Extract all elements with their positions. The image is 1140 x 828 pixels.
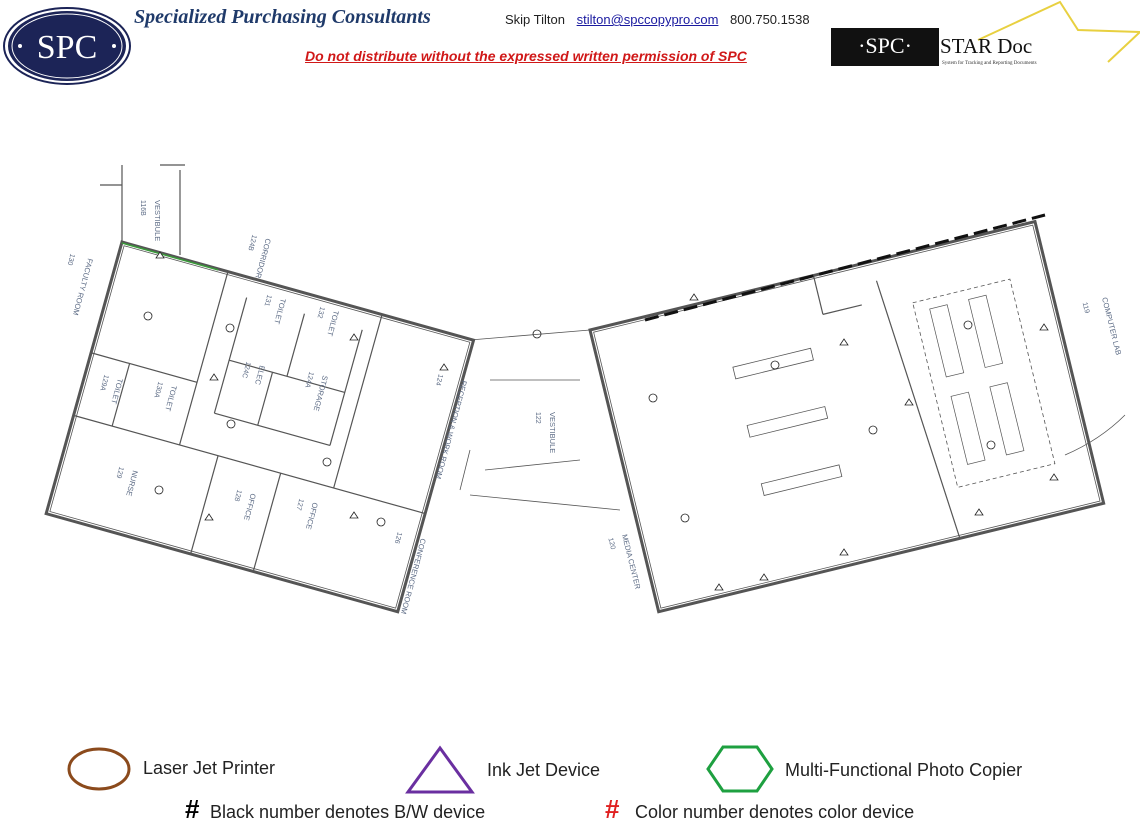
room-number: 129A (98, 374, 109, 392)
bw-hash-symbol: # (185, 794, 200, 824)
laser-printer-icon (67, 747, 131, 791)
room-number: 128 (232, 489, 242, 502)
room-name: OFFICE (242, 492, 258, 521)
room-number: 122 (534, 412, 541, 424)
legend-laser: Laser Jet Printer (143, 758, 276, 778)
room-name: NURSE (124, 469, 139, 497)
contact-name: Skip Tilton (505, 12, 565, 27)
company-name: Specialized Purchasing Consultants (134, 6, 431, 28)
room-name: CONFERENCE ROOM (399, 537, 428, 615)
svg-text:·SPC·: ·SPC· (858, 33, 912, 58)
room-number: 127 (294, 498, 304, 511)
room-number: 124B (246, 234, 257, 252)
room-number: 119 (1081, 302, 1091, 315)
color-hash-symbol: # (605, 794, 620, 824)
device-markers (143, 251, 1059, 591)
room-name: TOILET (163, 384, 179, 412)
contact-phone: 800.750.1538 (730, 12, 810, 27)
room-name: STORAGE (312, 374, 330, 412)
star-doc-tagline: System for Tracking and Reporting Docume… (942, 61, 1037, 66)
room-name: VESTIBULE (153, 200, 162, 241)
star-doc-logo: ·SPC· STAR Doc System for Tracking and R… (831, 0, 1140, 66)
room-number: 116B (139, 200, 146, 216)
room-number: 126 (393, 531, 403, 544)
room-number: 130 (66, 253, 76, 266)
room-number: 130A (152, 381, 163, 399)
room-name: VESTIBULE (548, 412, 557, 453)
room-number: 120 (606, 537, 616, 550)
left-building (44, 240, 476, 614)
room-name: CORRIDOR (253, 237, 272, 279)
room-name: TOILET (272, 297, 288, 325)
contact-info: Skip Tilton stilton@spccopypro.com 800.7… (505, 12, 810, 27)
room-name: TOILET (109, 377, 125, 405)
contact-email-link[interactable]: stilton@spccopypro.com (576, 12, 719, 27)
ink-jet-icon (405, 745, 475, 794)
legend-color-note: Color number denotes color device (635, 802, 915, 822)
room-name: RECEPTION & WORK ROOM (434, 379, 469, 480)
legend-mfp: Multi-Functional Photo Copier (785, 760, 1023, 780)
legend-inkjet: Ink Jet Device (487, 760, 601, 780)
distribution-warning: Do not distribute without the expressed … (305, 48, 747, 64)
room-number: 129 (114, 466, 124, 479)
room-name: FACULTY ROOM (71, 257, 95, 316)
room-name: TOILET (325, 309, 341, 337)
room-number: 124C (240, 361, 251, 379)
legend: Laser Jet Printer Ink Jet Device Multi-F… (0, 740, 1140, 828)
legend-bw-note: Black number denotes B/W device (210, 802, 486, 822)
room-name: MEDIA CENTER (620, 533, 642, 590)
copier-hexagon-icon (706, 745, 774, 793)
room-name: COMPUTER LAB (1100, 296, 1123, 356)
room-name: OFFICE (304, 501, 320, 530)
room-number: 132 (315, 306, 325, 319)
room-number: 124A (303, 371, 314, 389)
room-number: 131 (262, 294, 272, 307)
spc-logo: SPC (3, 7, 131, 85)
svg-text:SPC: SPC (37, 29, 98, 66)
room-number: 124 (434, 373, 444, 386)
star-doc-title: STAR Doc (940, 34, 1032, 58)
